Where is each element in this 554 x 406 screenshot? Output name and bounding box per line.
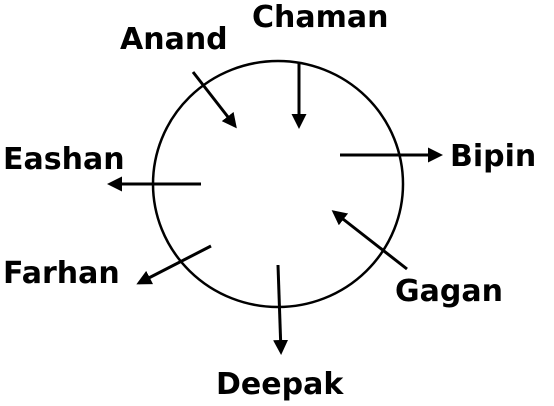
- arrow-gagan: [331, 210, 408, 271]
- arrow-anand: [191, 71, 237, 129]
- label-anand: Anand: [120, 22, 228, 57]
- label-farhan: Farhan: [3, 256, 120, 291]
- label-bipin: Bipin: [450, 139, 536, 174]
- arrow-farhan: [136, 244, 212, 285]
- arrow-deepak: [273, 264, 289, 355]
- label-deepak: Deepak: [216, 367, 344, 402]
- label-eashan: Eashan: [3, 142, 125, 177]
- label-gagan: Gagan: [395, 274, 503, 309]
- label-chaman: Chaman: [252, 0, 388, 35]
